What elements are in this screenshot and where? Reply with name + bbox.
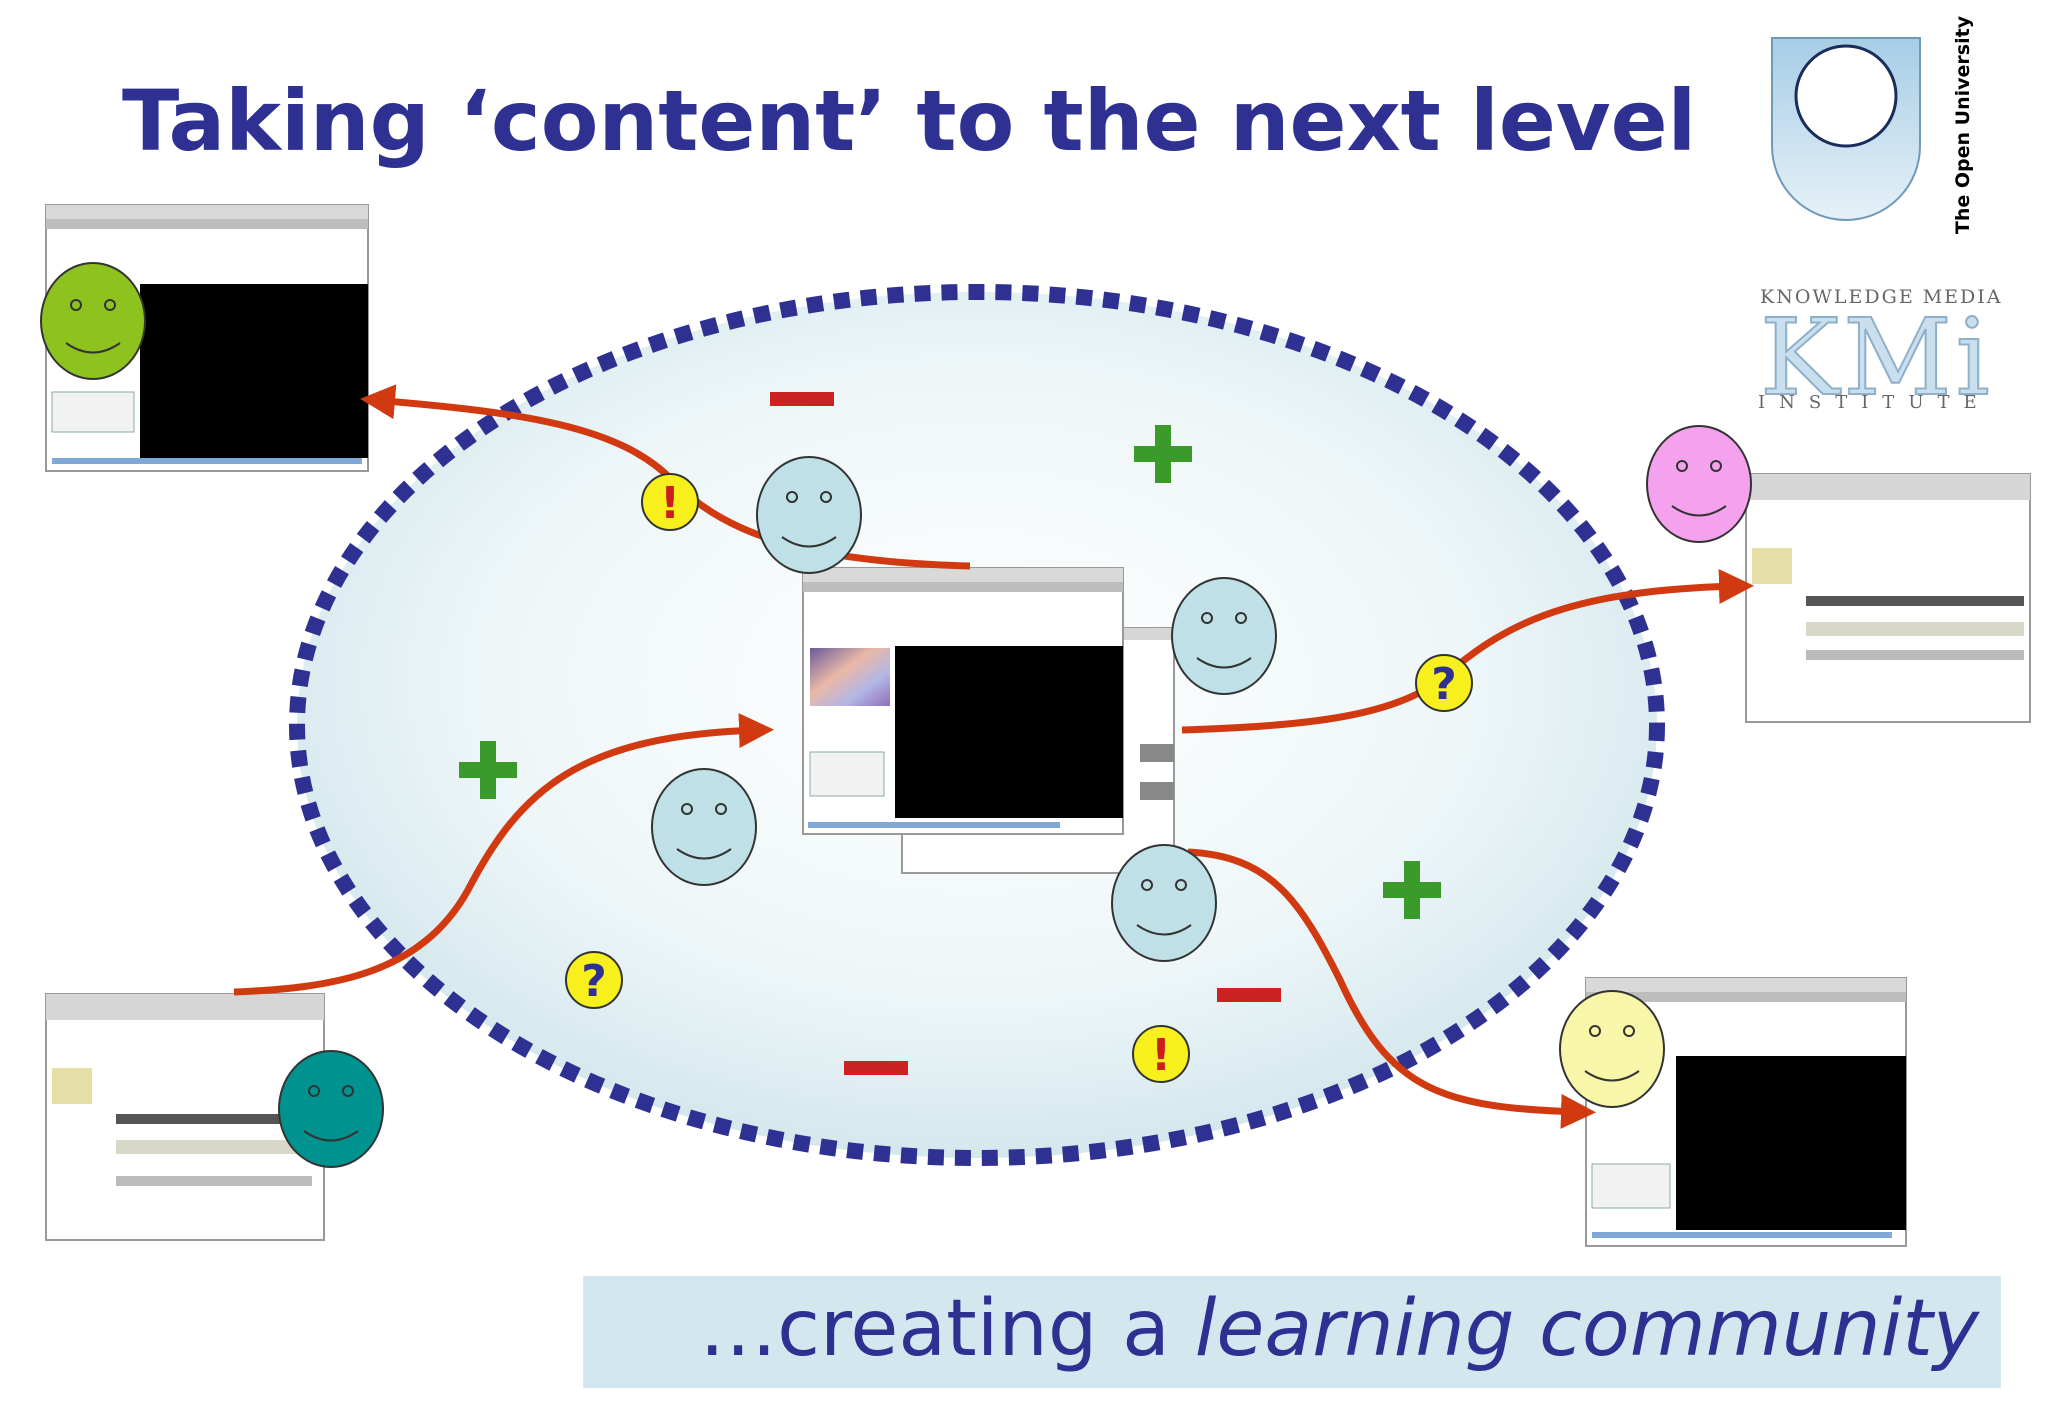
video-player — [895, 646, 1123, 818]
minus-icon-bottom-left — [844, 1061, 908, 1075]
question-mark: ? — [581, 956, 607, 1007]
exclamation-mark: ! — [660, 478, 680, 529]
plus-icon-top — [1134, 425, 1192, 483]
browser-window-top-right — [1745, 473, 2031, 723]
flow-arrow-to-bottom-right — [1187, 848, 1596, 1129]
tagline-emphasis: learning community — [1194, 1284, 1979, 1374]
open-university-logo — [1768, 34, 1978, 224]
smiley-face-green — [40, 262, 146, 380]
smiley-face-community-right — [1171, 577, 1277, 695]
question-mark: ? — [1431, 659, 1457, 710]
exclamation-icon-bottom: ! — [1132, 1025, 1190, 1083]
minus-icon-bottom-right — [1217, 988, 1281, 1002]
smiley-face-community-left — [651, 768, 757, 886]
browser-window-bottom-left — [45, 993, 325, 1241]
question-icon-right: ? — [1415, 654, 1473, 712]
thumbnail-image — [810, 648, 890, 706]
video-player — [1676, 1056, 1906, 1230]
exclamation-mark: ! — [1151, 1030, 1171, 1081]
tagline-banner: …creating a learning community — [583, 1276, 2001, 1388]
tagline-lead: …creating a — [699, 1284, 1195, 1374]
smiley-face-yellow — [1559, 990, 1665, 1108]
plus-icon-right — [1383, 861, 1441, 919]
smiley-face-community-top — [756, 456, 862, 574]
smiley-face-community-bottom — [1111, 844, 1217, 962]
video-player — [140, 284, 368, 458]
tagline: …creating a learning community — [699, 1284, 1979, 1374]
smiley-face-teal — [278, 1050, 384, 1168]
browser-window-center — [802, 567, 1124, 835]
exclamation-icon-top: ! — [641, 473, 699, 531]
question-icon-left: ? — [565, 951, 623, 1009]
kmi-logo-top-text: KNOWLEDGE MEDIA — [1760, 286, 2003, 308]
kmi-logo-mark: KMi — [1759, 295, 1994, 420]
minus-icon-top — [770, 392, 834, 406]
plus-icon-left — [459, 741, 517, 799]
kmi-logo-bottom-text: INSTITUTE — [1758, 392, 1991, 413]
slide-title: Taking ‘content’ to the next level — [122, 72, 1697, 170]
flow-arrow-from-bottom-left — [233, 713, 774, 996]
smiley-face-pink — [1646, 425, 1752, 543]
